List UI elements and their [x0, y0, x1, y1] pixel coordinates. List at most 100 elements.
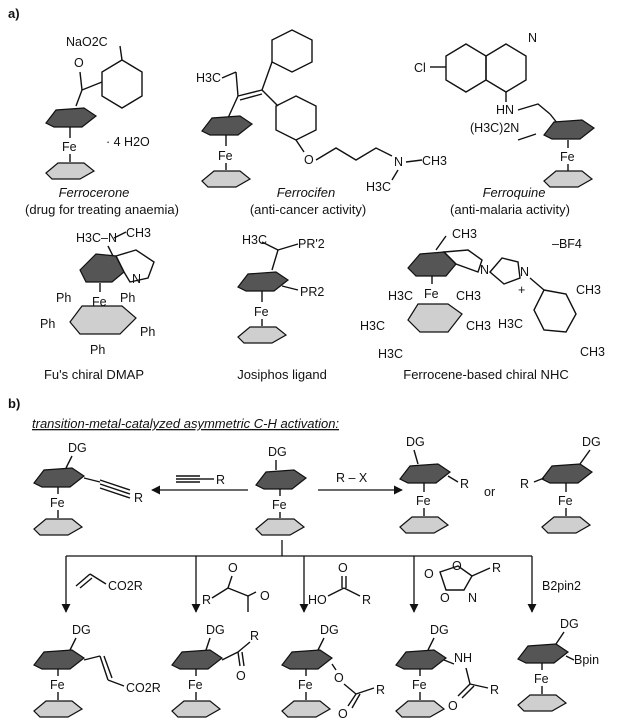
directing-group: DG — [72, 623, 91, 637]
arylation-product-1: DG R Fe — [399, 435, 469, 534]
dioxazolone-r: R — [492, 561, 501, 575]
iron-atom: Fe — [254, 305, 269, 319]
directing-group: DG — [320, 623, 339, 637]
cp-methyl-4: CH3 — [466, 319, 491, 333]
methyl-a: CH3 — [422, 154, 447, 168]
acrylate-reagent: CO2R — [75, 573, 143, 593]
arylation-product-2: DG R Fe — [520, 435, 601, 534]
dioxazolone-o1: O — [452, 559, 462, 573]
cp-ring-lower — [33, 518, 83, 536]
iron-atom: Fe — [412, 678, 427, 692]
cp-ring-lower — [543, 170, 593, 188]
cp-methyl-2: H3C — [360, 319, 385, 333]
cp-ring-lower — [541, 516, 591, 534]
acyl-oxygen: O — [236, 669, 246, 683]
hydroxyl-label: HO — [308, 593, 327, 607]
cp-ring-lower — [33, 700, 83, 718]
nhc-structure: CH3 N N + –BF4 CH3 H3C CH3 Fe H3C H3C CH… — [360, 227, 605, 361]
ferrocerone-name: Ferrocerone — [59, 185, 130, 200]
iron-atom: Fe — [50, 678, 65, 692]
cp-pentaphenyl — [69, 305, 137, 335]
directing-group: DG — [430, 623, 449, 637]
aryl-methyl-1: CH3 — [576, 283, 601, 297]
cp-methyl-5: H3C — [378, 347, 403, 361]
cp-pentamethyl — [407, 303, 463, 333]
alkynylation-product: DG R Fe — [33, 441, 143, 536]
amide-r: R — [490, 683, 499, 697]
phenyl-3: Ph — [40, 317, 55, 331]
directing-group: DG — [560, 617, 579, 631]
hydrate-label: · 4 H2O — [106, 135, 150, 149]
iron-atom: Fe — [188, 678, 203, 692]
benzene-ring — [101, 59, 143, 109]
alkyne-reagent-r: R — [216, 473, 225, 487]
cp-ring-upper — [45, 107, 97, 128]
dimethylamino: (H3C)2N — [470, 121, 519, 135]
cp-ring-lower — [201, 170, 251, 188]
dioxazolone-reagent: O O O N R — [424, 559, 501, 605]
josiphos-methyl: H3C — [242, 233, 267, 247]
methyl-b: H3C — [366, 180, 391, 194]
cp-ring-upper — [33, 467, 85, 488]
nhc-methyl: CH3 — [452, 227, 477, 241]
ferroquine-desc: (anti-malaria activity) — [450, 202, 570, 217]
directing-group: DG — [68, 441, 87, 455]
ester-oxygen: O — [334, 671, 344, 685]
cp-ring-upper — [517, 643, 569, 664]
chloro-label: Cl — [414, 61, 426, 75]
amide-oxygen: O — [448, 699, 458, 713]
panel-b-label: b) — [8, 396, 20, 411]
phenyl-ring — [271, 29, 313, 73]
quinoline-ring-a — [445, 43, 487, 93]
carboxylic-acid-reagent: O HO R — [308, 561, 371, 607]
center-ferrocene: DG Fe — [255, 445, 307, 536]
iron-atom: Fe — [416, 494, 431, 508]
carbonyl-oxygen: O — [338, 707, 348, 721]
nhc-n2: N — [520, 265, 529, 279]
mesityl-ring — [533, 289, 577, 333]
ferrocifen-name: Ferrocifen — [277, 185, 336, 200]
ferroquine-name: Ferroquine — [483, 185, 546, 200]
keto-oxygen-2: O — [260, 589, 270, 603]
keto-oxygen-1: O — [228, 561, 238, 575]
iron-atom: Fe — [560, 150, 575, 164]
dioxazolone-n: N — [468, 591, 477, 605]
cp-ring-upper — [399, 463, 451, 484]
amide-nh: NH — [454, 651, 472, 665]
cp-ring-upper — [541, 463, 593, 484]
amine-nitrogen: N — [394, 155, 403, 169]
cp-ring-upper — [255, 469, 307, 490]
quinoline-ring-b — [485, 43, 527, 93]
counterion: –BF4 — [552, 237, 582, 251]
b2pin2-label: B2pin2 — [542, 579, 581, 593]
directing-group: DG — [582, 435, 601, 449]
cp-ring-upper — [543, 119, 595, 140]
phenol-ring — [275, 95, 317, 141]
amine-nh: HN — [496, 103, 514, 117]
acyloxy-r: R — [376, 683, 385, 697]
phenyl-5: Ph — [90, 343, 105, 357]
cp-ring-upper — [33, 649, 85, 670]
methyl-label: CH3 — [126, 226, 151, 240]
fu-dmap-name: Fu's chiral DMAP — [44, 367, 144, 382]
cp-ring-upper — [395, 649, 447, 670]
quinoline-nitrogen: N — [528, 31, 537, 45]
cp-ring-upper — [407, 251, 457, 277]
cp-ring-lower — [171, 700, 221, 718]
cp-ring-lower — [395, 700, 445, 718]
arylation-reagent: R – X — [336, 471, 368, 485]
directing-group: DG — [406, 435, 425, 449]
ether-oxygen: O — [304, 153, 314, 167]
phenyl-4: Ph — [140, 325, 155, 339]
ferrocifen-structure: H3C Fe O N CH3 H3C — [196, 29, 447, 194]
phosphine-1: PR'2 — [298, 237, 325, 251]
josiphos-name: Josiphos ligand — [237, 367, 327, 382]
iron-atom: Fe — [558, 494, 573, 508]
cp-ring-lower — [45, 162, 95, 180]
cp-ring-lower — [399, 516, 449, 534]
cp-ring-upper — [201, 115, 253, 136]
ester-label: CO2R — [126, 681, 161, 695]
iron-atom: Fe — [50, 496, 65, 510]
amidation-product: DG NH O R Fe — [395, 623, 499, 718]
cp-methyl-3: CH3 — [456, 289, 481, 303]
